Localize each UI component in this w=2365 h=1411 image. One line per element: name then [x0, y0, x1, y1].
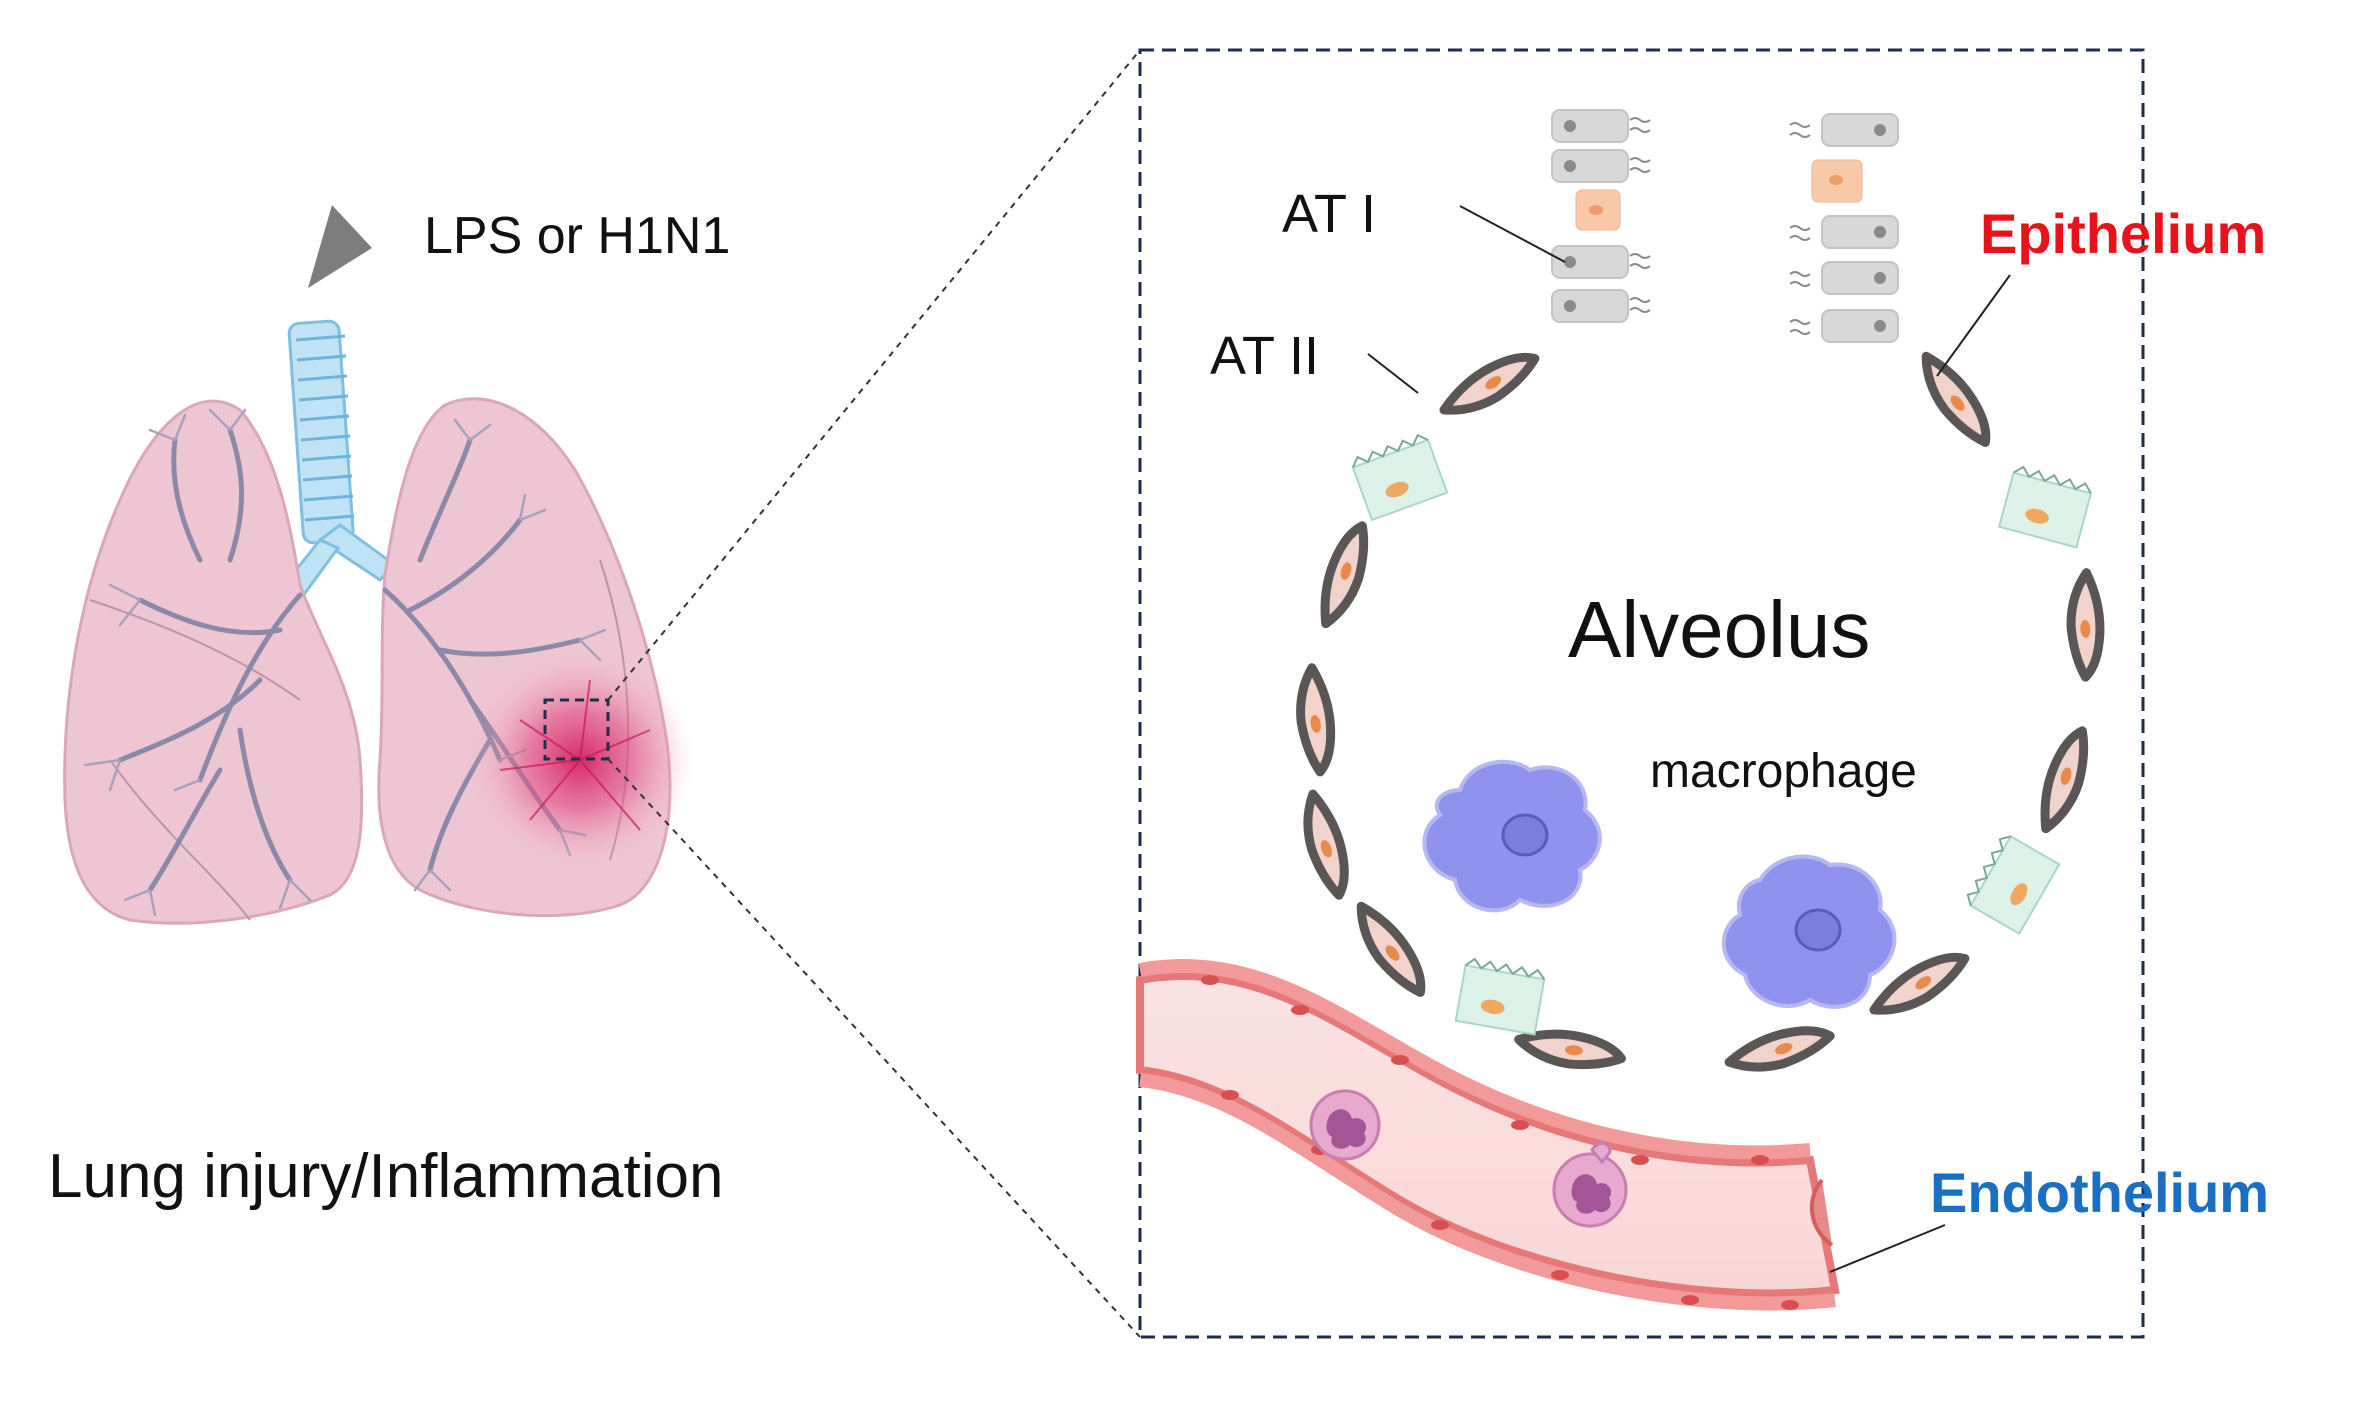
at1-pointer [1459, 205, 1566, 263]
at1-cells-right [1789, 113, 1899, 343]
left-lung [63, 399, 364, 925]
endothelium-label: Endothelium [1930, 1161, 2269, 1224]
macrophage-label: macrophage [1650, 745, 1917, 798]
blood-vessel [1136, 959, 1840, 1311]
macrophage-cells [1422, 759, 1897, 1009]
at2-label: AT II [1210, 326, 1319, 386]
trachea [277, 319, 398, 602]
at2-pointer [1367, 353, 1419, 394]
zoom-connector-top [607, 49, 1141, 701]
neutrophil-cells [1309, 1089, 1628, 1228]
lung-illustration [63, 205, 695, 925]
stimulus-label: LPS or H1N1 [424, 207, 730, 265]
endothelium-pointer [1829, 1224, 1946, 1273]
alveolus-illustration [1136, 109, 2104, 1311]
at2-cells [1349, 431, 2094, 1036]
at1-cells-left [1551, 109, 1651, 323]
zoom-connector-bottom [607, 758, 1141, 1338]
alveolus-label: Alveolus [1568, 585, 1870, 674]
arrowhead-icon [308, 205, 372, 288]
epithelium-label: Epithelium [1980, 202, 2266, 265]
lung-caption: Lung injury/Inflammation [48, 1142, 723, 1211]
epithelium-pointer [1936, 274, 2011, 377]
at1-label: AT I [1282, 184, 1376, 244]
zoom-box-icon [543, 698, 610, 761]
